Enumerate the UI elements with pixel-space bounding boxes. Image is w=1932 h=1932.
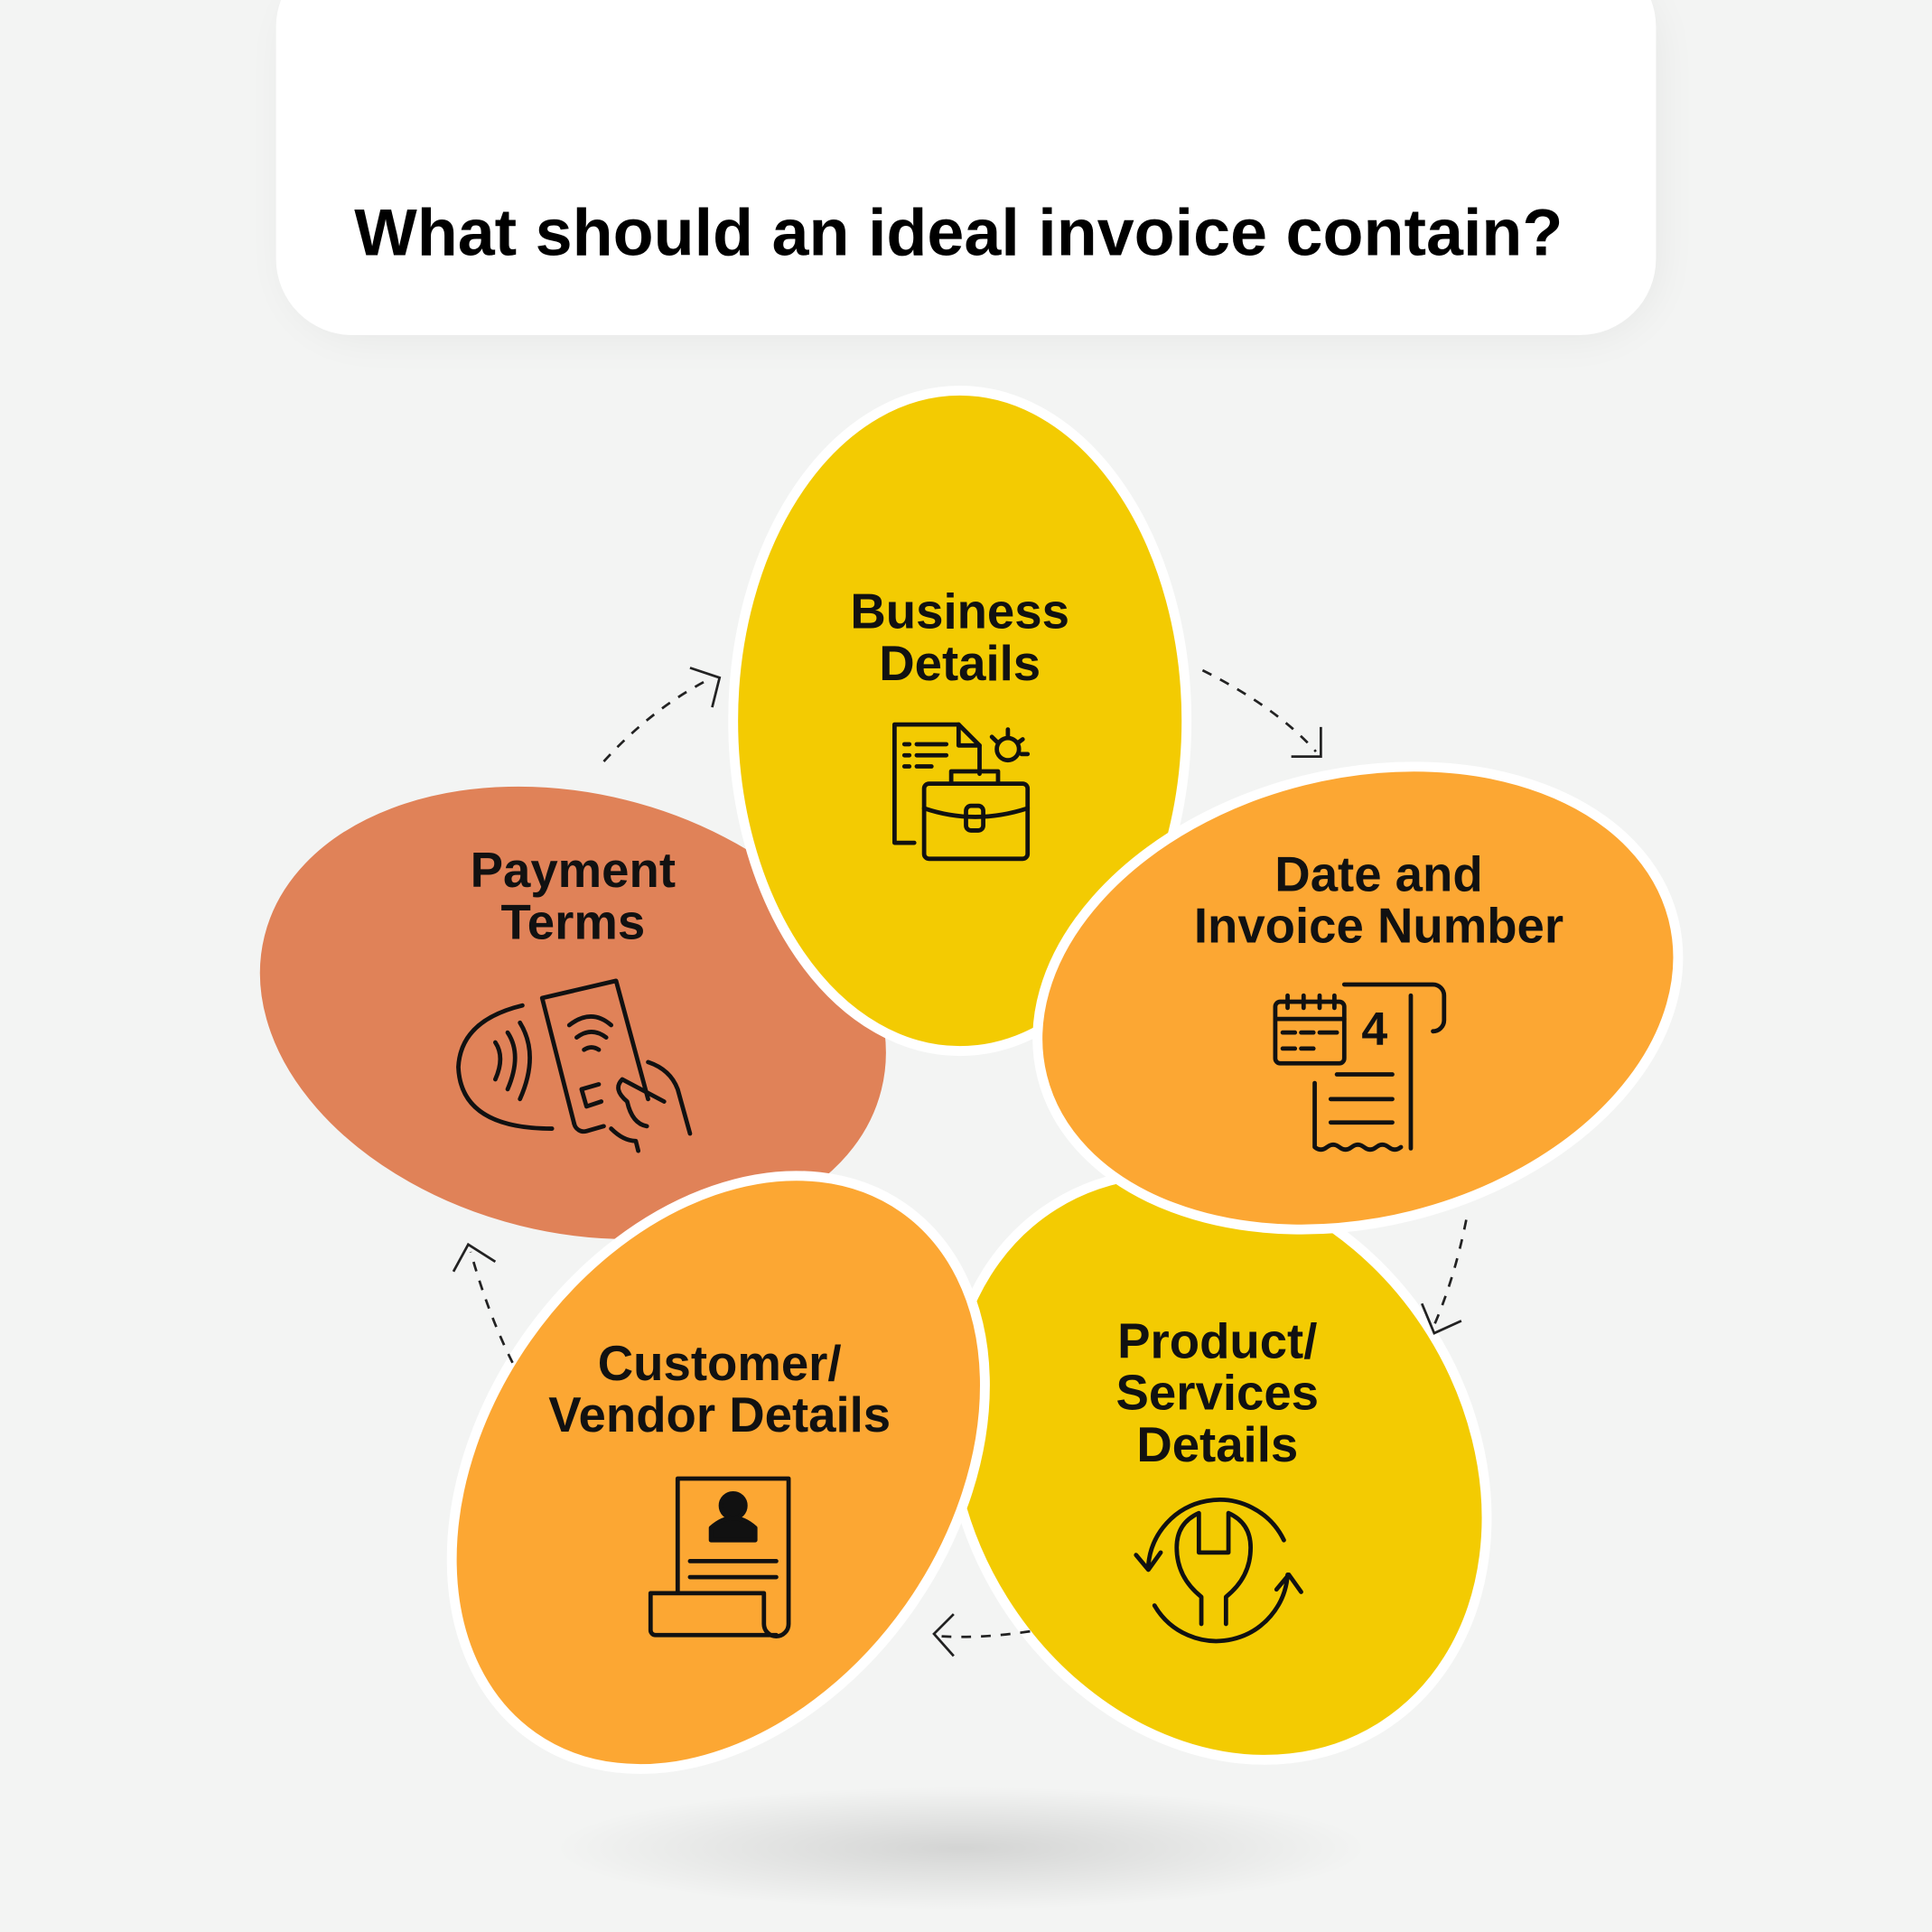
label-customer: Customer/ xyxy=(598,1336,842,1391)
contactless-payment-icon xyxy=(456,978,693,1153)
calendar-receipt-icon: 4 xyxy=(1273,982,1447,1153)
arrow-date-to-product xyxy=(1430,1219,1468,1331)
label-payment-2: Terms xyxy=(500,894,645,949)
wrench-cycle-icon xyxy=(1134,1498,1303,1644)
petal-business-details xyxy=(728,385,1192,1057)
arrow-product-to-customer xyxy=(941,1629,1031,1638)
label-payment: Payment xyxy=(471,843,676,898)
title-card: What should an ideal invoice contain? xyxy=(275,0,1657,336)
profile-document-icon xyxy=(648,1476,791,1638)
petal-customer-vendor xyxy=(446,1171,990,1774)
label-date-invoice: Date and xyxy=(1274,846,1482,901)
label-business-details: Business xyxy=(850,584,1069,639)
petal-date-invoice xyxy=(1032,761,1684,1235)
page-title: What should an ideal invoice contain? xyxy=(354,194,1563,269)
label-date-invoice-2: Invoice Number xyxy=(1194,899,1563,954)
document-briefcase-icon xyxy=(891,722,1031,862)
label-product-3: Details xyxy=(1136,1417,1298,1472)
cycle-arrows xyxy=(452,667,1468,1657)
arrow-payment-to-business xyxy=(602,677,714,762)
petal-product-details xyxy=(943,1167,1492,1765)
calendar-number: 4 xyxy=(1361,1003,1387,1055)
arrow-business-to-date xyxy=(1201,668,1317,753)
label-product: Product/ xyxy=(1117,1313,1317,1368)
label-product-2: Services xyxy=(1116,1366,1319,1421)
label-business-details-2: Details xyxy=(879,636,1041,691)
label-customer-2: Vendor Details xyxy=(548,1387,891,1442)
petal-payment-terms xyxy=(249,776,896,1249)
ground-shadow xyxy=(554,1787,1368,1910)
arrow-customer-to-payment xyxy=(469,1251,514,1364)
